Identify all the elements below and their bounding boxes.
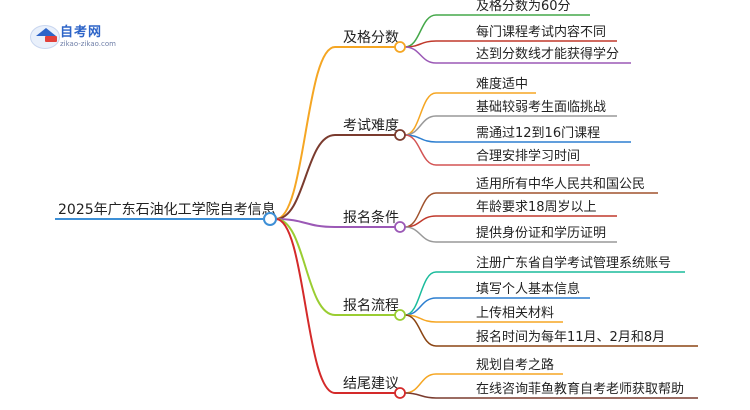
leaf-label[interactable]: 年龄要求18周岁以上 xyxy=(476,200,597,215)
leaf-connector xyxy=(404,297,437,316)
branch-label[interactable]: 及格分数 xyxy=(343,30,399,46)
branch-node[interactable] xyxy=(394,309,406,321)
branch-connector xyxy=(275,134,336,220)
branch-node[interactable] xyxy=(394,41,406,53)
branch-label[interactable]: 报名流程 xyxy=(343,298,399,314)
leaf-label[interactable]: 每门课程考试内容不同 xyxy=(476,24,606,40)
leaf-label[interactable]: 注册广东省自学考试管理系统账号 xyxy=(476,255,671,271)
leaf-label[interactable]: 上传相关材料 xyxy=(476,306,554,321)
branch-label[interactable]: 报名条件 xyxy=(343,209,399,226)
leaf-connector xyxy=(404,134,437,166)
leaf-connector xyxy=(404,392,437,399)
leaf-label[interactable]: 需通过12到16门课程 xyxy=(476,126,600,141)
branch-connector xyxy=(275,218,336,316)
leaf-label[interactable]: 提供身份证和学历证明 xyxy=(476,225,606,241)
cap-shape xyxy=(36,28,56,36)
branch-label[interactable]: 考试难度 xyxy=(343,118,399,134)
leaf-label[interactable]: 及格分数为60分 xyxy=(476,0,571,14)
leaf-label[interactable]: 填写个人基本信息 xyxy=(476,281,580,297)
book-shape xyxy=(45,36,57,42)
logo-title: 自考网 xyxy=(60,25,103,40)
leaf-connector xyxy=(404,314,437,347)
leaf-label[interactable]: 报名时间为每年11月、2月和8月 xyxy=(476,329,665,345)
leaf-label[interactable]: 规划自考之路 xyxy=(476,357,554,373)
leaf-connector xyxy=(404,14,437,48)
branch-connector xyxy=(275,218,336,228)
branch-connector xyxy=(275,46,336,220)
branch-node[interactable] xyxy=(394,387,406,399)
leaf-connector xyxy=(404,271,437,316)
leaf-connector xyxy=(404,373,437,394)
leaf-label[interactable]: 难度适中 xyxy=(476,76,528,92)
leaf-connector xyxy=(404,40,437,48)
logo-subtitle: zikao-zikao.com xyxy=(60,40,116,48)
root-label: 2025年广东石油化工学院自考信息 xyxy=(58,201,276,218)
leaf-connector xyxy=(404,92,437,136)
leaf-label[interactable]: 达到分数线才能获得学分 xyxy=(476,46,619,62)
root-node[interactable] xyxy=(263,212,277,226)
branch-label[interactable]: 结尾建议 xyxy=(343,376,399,392)
branch-node[interactable] xyxy=(394,129,406,141)
leaf-label[interactable]: 在线咨询菲鱼教育自考老师获取帮助 xyxy=(476,381,684,397)
leaf-connector xyxy=(404,226,437,243)
branch-connector xyxy=(275,218,336,394)
leaf-connector xyxy=(404,46,437,64)
leaf-connector xyxy=(404,115,437,136)
leaf-label[interactable]: 基础较弱考生面临挑战 xyxy=(476,100,606,115)
leaf-label[interactable]: 合理安排学习时间 xyxy=(476,148,580,164)
branch-node[interactable] xyxy=(394,221,406,233)
site-logo[interactable]: 自考网 zikao-zikao.com xyxy=(20,12,150,52)
leaf-label[interactable]: 适用所有中华人民共和国公民 xyxy=(476,177,645,192)
